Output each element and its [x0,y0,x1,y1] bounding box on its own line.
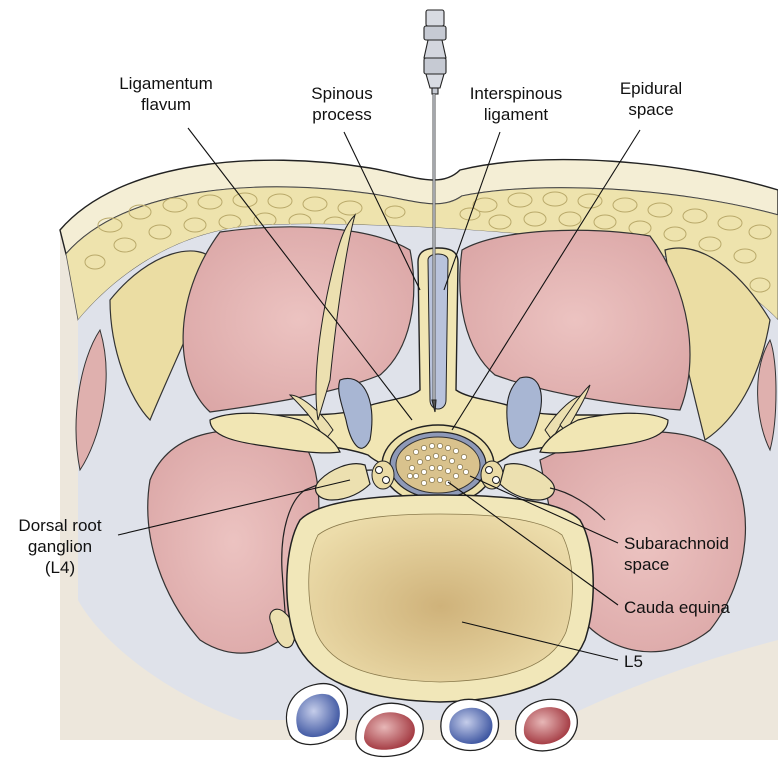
label-line: flavum [119,94,213,115]
label-line: Epidural [620,78,682,99]
label-spinous-process: Spinous process [311,83,372,125]
label-line: space [624,554,729,575]
label-line: L5 [624,651,643,672]
label-subarachnoid-space: Subarachnoid space [624,533,729,575]
label-l5: L5 [624,651,643,672]
label-epidural-space: Epidural space [620,78,682,120]
label-line: Dorsal root [18,515,101,536]
vertebral-body-inner [309,514,573,682]
label-dorsal-root-ganglion: Dorsal root ganglion (L4) [18,515,101,578]
label-line: Ligamentum [119,73,213,94]
label-line: space [620,99,682,120]
label-line: Interspinous [470,83,563,104]
label-line: ligament [470,104,563,125]
label-line: process [311,104,372,125]
label-interspinous-ligament: Interspinous ligament [470,83,563,125]
label-ligamentum-flavum: Ligamentum flavum [119,73,213,115]
label-line: Spinous [311,83,372,104]
label-line: (L4) [18,557,101,578]
label-line: Cauda equina [624,597,730,618]
interspinous-ligament-shape [428,254,448,409]
label-line: Subarachnoid [624,533,729,554]
label-cauda-equina: Cauda equina [624,597,730,618]
label-line: ganglion [18,536,101,557]
